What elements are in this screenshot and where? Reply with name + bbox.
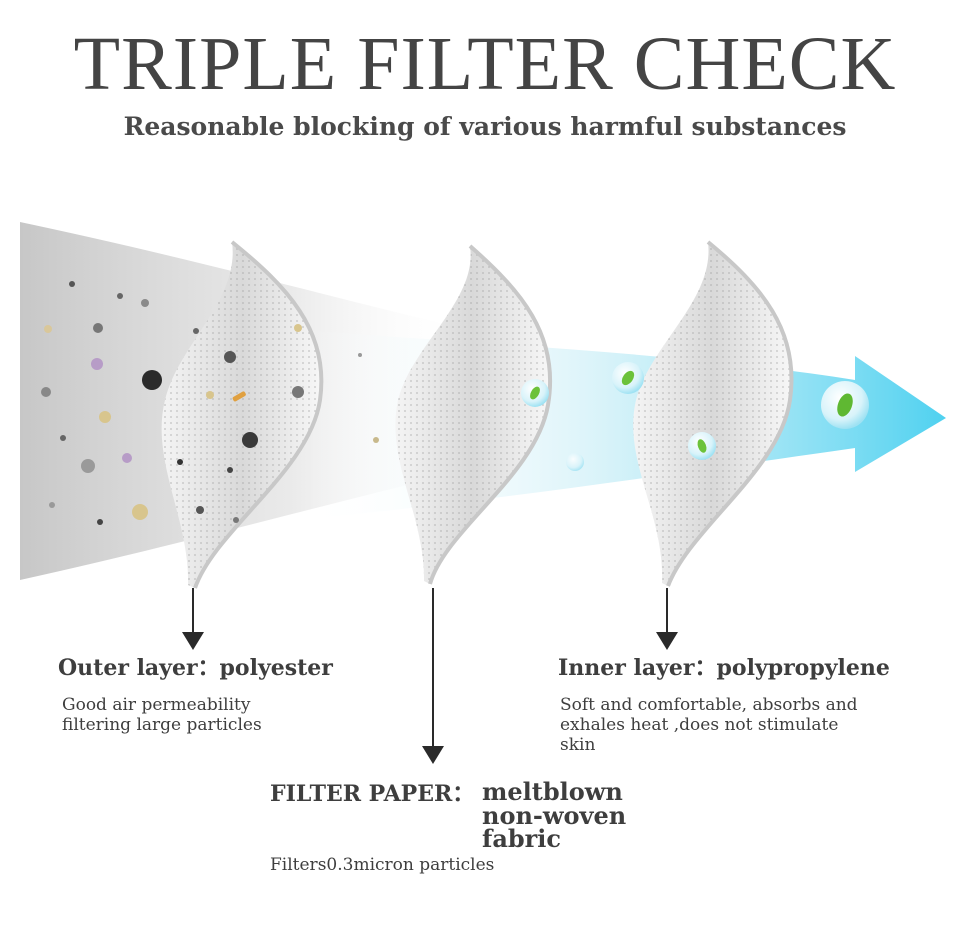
particle xyxy=(141,299,149,307)
particle xyxy=(242,432,258,448)
page-subtitle: Reasonable blocking of various harmful s… xyxy=(123,112,847,141)
small-bubble xyxy=(566,453,584,471)
particle xyxy=(206,391,214,399)
particle xyxy=(91,358,103,370)
particle xyxy=(41,387,51,397)
inner-layer-desc-line3: skin xyxy=(560,735,596,755)
filter-paper-desc: Filters0.3micron particles xyxy=(270,855,495,875)
particle xyxy=(60,435,66,441)
particle xyxy=(122,453,132,463)
inner-layer-desc-line2: exhales heat ,does not stimulate xyxy=(560,715,839,735)
particle xyxy=(232,391,246,402)
inner-layer-label: Inner layer：polypropylene xyxy=(558,655,890,681)
leaf-bubble xyxy=(688,432,716,460)
particle xyxy=(97,519,103,525)
pollution-particles xyxy=(41,281,379,525)
leaf-bubble xyxy=(821,381,869,429)
particle xyxy=(292,386,304,398)
particle xyxy=(142,370,162,390)
particle xyxy=(177,459,183,465)
particle xyxy=(233,517,239,523)
particle xyxy=(227,467,233,473)
inner-layer-sheet xyxy=(633,240,794,587)
particle xyxy=(117,293,123,299)
particle xyxy=(99,411,111,423)
inner-layer-desc-line1: Soft and comfortable, absorbs and xyxy=(560,695,858,715)
particle xyxy=(193,328,199,334)
particle xyxy=(224,351,236,363)
clean-air-bubbles xyxy=(521,362,869,471)
particle xyxy=(93,323,103,333)
particle xyxy=(132,504,148,520)
particle xyxy=(44,325,52,333)
outer-layer-pointer xyxy=(182,588,204,650)
inner-layer-pointer xyxy=(656,588,678,650)
particle xyxy=(69,281,75,287)
particle xyxy=(373,437,379,443)
outer-layer-desc-line2: filtering large particles xyxy=(62,715,262,735)
page-title: TRIPLE FILTER CHECK xyxy=(73,22,897,106)
particle xyxy=(358,353,362,357)
leaf-bubble xyxy=(612,362,644,394)
leaf-bubble xyxy=(521,379,549,407)
particle xyxy=(196,506,204,514)
particle xyxy=(81,459,95,473)
filter-paper-value: meltblown non-woven fabric xyxy=(482,777,627,854)
outer-layer-desc-line1: Good air permeability xyxy=(62,695,251,715)
outer-layer-sheet xyxy=(161,240,324,589)
particle xyxy=(49,502,55,508)
particle xyxy=(294,324,302,332)
outer-layer-label: Outer layer：polyester xyxy=(58,655,333,681)
filter-paper-pointer xyxy=(422,588,444,764)
filter-paper-sheet xyxy=(395,244,553,585)
filter-paper-label: FILTER PAPER： xyxy=(270,781,475,807)
